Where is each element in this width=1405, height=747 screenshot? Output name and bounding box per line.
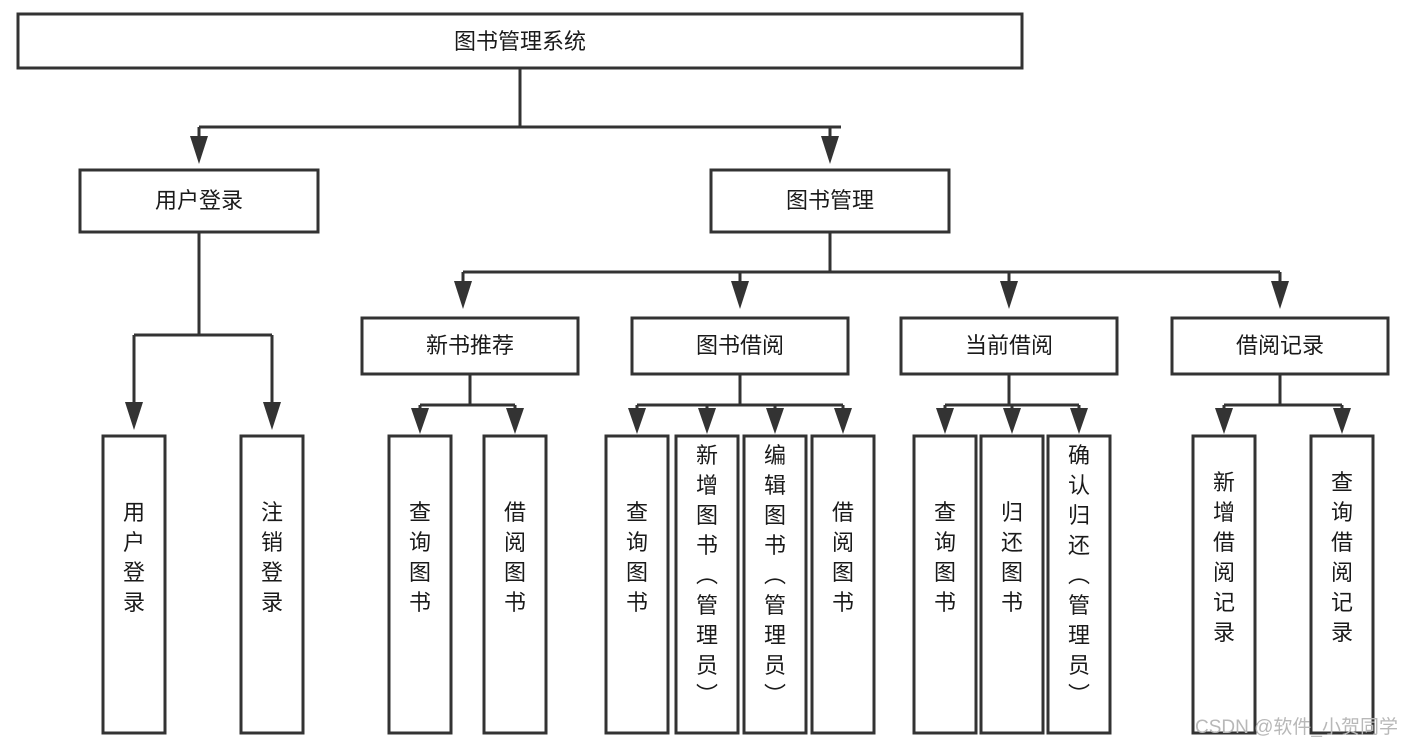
node-leaf-borrow-book-2-box[interactable] [810,434,876,735]
node-leaf-borrow-book-1-label: 借阅图书 [504,500,526,615]
node-book-manage[interactable]: 图书管理 [709,168,951,234]
node-leaf-return-book-label: 归还图书 [1001,500,1023,615]
node-book-borrow-label: 图书借阅 [696,333,784,358]
node-leaf-edit-book-box[interactable] [742,434,808,735]
node-leaf-add-record[interactable]: 新增借阅记录 [1191,434,1257,735]
node-user-login-box[interactable] [78,168,320,234]
arrow-user-login [190,136,208,164]
node-leaf-add-book-label: 新增图书（管理员） [696,443,718,708]
node-book-manage-label: 图书管理 [786,188,874,213]
node-leaf-query-book-1-box[interactable] [387,434,453,735]
node-borrow-record-label: 借阅记录 [1236,333,1324,358]
node-leaf-query-record[interactable]: 查询借阅记录 [1309,434,1375,735]
connector-group-root-to-level2 [190,68,841,164]
arrow-book-borrow [731,281,749,309]
node-leaf-return-book[interactable]: 归还图书 [979,434,1045,735]
connector-group-book-borrow-children [628,374,852,434]
node-new-book-rec[interactable]: 新书推荐 [360,316,580,376]
node-leaf-add-record-box[interactable] [1191,434,1257,735]
node-leaf-logout-label: 注销登录 [261,500,283,615]
node-leaf-query-book-2-box[interactable] [604,434,670,735]
node-leaf-user-login-label: 用户登录 [123,500,145,615]
node-root[interactable]: 图书管理系统 [16,12,1024,70]
arrow-borrow-book-2 [834,408,852,434]
node-leaf-query-book-2-label: 查询图书 [626,500,648,615]
node-leaf-add-record-label: 新增借阅记录 [1213,470,1235,645]
node-leaf-confirm-return[interactable]: 确认归还（管理员） [1046,434,1112,735]
node-leaf-return-book-box[interactable] [979,434,1045,735]
node-leaf-borrow-book-2[interactable]: 借阅图书 [810,434,876,735]
connector-group-borrow-record-children [1215,374,1351,434]
arrow-return-book [1003,408,1021,434]
node-leaf-edit-book-label: 编辑图书（管理员） [764,443,786,708]
node-borrow-record[interactable]: 借阅记录 [1170,316,1390,376]
node-leaf-confirm-return-box[interactable] [1046,434,1112,735]
arrow-query-book-1 [411,408,429,434]
node-leaf-query-book-1-label: 查询图书 [409,500,431,615]
arrow-confirm-return [1070,408,1088,434]
connector-group-current-borrow-children [936,374,1088,434]
arrow-edit-book [766,408,784,434]
arrow-add-record [1215,408,1233,434]
node-user-login[interactable]: 用户登录 [78,168,320,234]
node-leaf-add-book-box[interactable] [674,434,740,735]
connector-group-user-login-children [125,232,281,430]
node-current-borrow[interactable]: 当前借阅 [899,316,1119,376]
node-leaf-borrow-book-1-box[interactable] [482,434,548,735]
node-leaf-user-login[interactable]: 用户登录 [101,434,167,735]
node-leaf-confirm-return-label: 确认归还（管理员） [1068,443,1090,708]
arrow-borrow-record [1271,281,1289,309]
node-leaf-add-book[interactable]: 新增图书（管理员） [674,434,740,735]
node-book-borrow-box[interactable] [630,316,850,376]
node-borrow-record-box[interactable] [1170,316,1390,376]
arrow-borrow-book-1 [506,408,524,434]
node-leaf-query-book-3-label: 查询图书 [934,500,956,615]
node-leaf-query-record-box[interactable] [1309,434,1375,735]
connector-group-book-manage-children [454,232,1289,309]
node-leaf-borrow-book-2-label: 借阅图书 [832,500,854,615]
arrow-query-book-2 [628,408,646,434]
arrow-book-manage [821,136,839,164]
node-root-label: 图书管理系统 [454,29,586,54]
node-leaf-query-book-3[interactable]: 查询图书 [912,434,978,735]
node-current-borrow-label: 当前借阅 [965,333,1053,358]
arrow-leaf-user-login [125,402,143,430]
node-leaf-logout[interactable]: 注销登录 [239,434,305,735]
node-leaf-user-login-box[interactable] [101,434,167,735]
node-leaf-borrow-book-1[interactable]: 借阅图书 [482,434,548,735]
node-new-book-rec-label: 新书推荐 [426,333,514,358]
arrow-add-book [698,408,716,434]
node-leaf-query-book-3-box[interactable] [912,434,978,735]
arrow-query-book-3 [936,408,954,434]
node-leaf-edit-book[interactable]: 编辑图书（管理员） [742,434,808,735]
node-leaf-query-book-2[interactable]: 查询图书 [604,434,670,735]
node-book-manage-box[interactable] [709,168,951,234]
arrow-leaf-logout [263,402,281,430]
node-leaf-query-record-label: 查询借阅记录 [1331,470,1353,645]
node-leaf-logout-box[interactable] [239,434,305,735]
node-root-box[interactable] [16,12,1024,70]
node-book-borrow[interactable]: 图书借阅 [630,316,850,376]
arrow-query-record [1333,408,1351,434]
node-user-login-label: 用户登录 [155,188,243,213]
connector-group-new-book-rec-children [411,374,524,434]
node-current-borrow-box[interactable] [899,316,1119,376]
arrow-current-borrow [1000,281,1018,309]
csdn-watermark: CSDN @软件_小贺同学 [1195,716,1398,738]
arrow-new-book-rec [454,281,472,309]
node-leaf-query-book-1[interactable]: 查询图书 [387,434,453,735]
node-new-book-rec-box[interactable] [360,316,580,376]
